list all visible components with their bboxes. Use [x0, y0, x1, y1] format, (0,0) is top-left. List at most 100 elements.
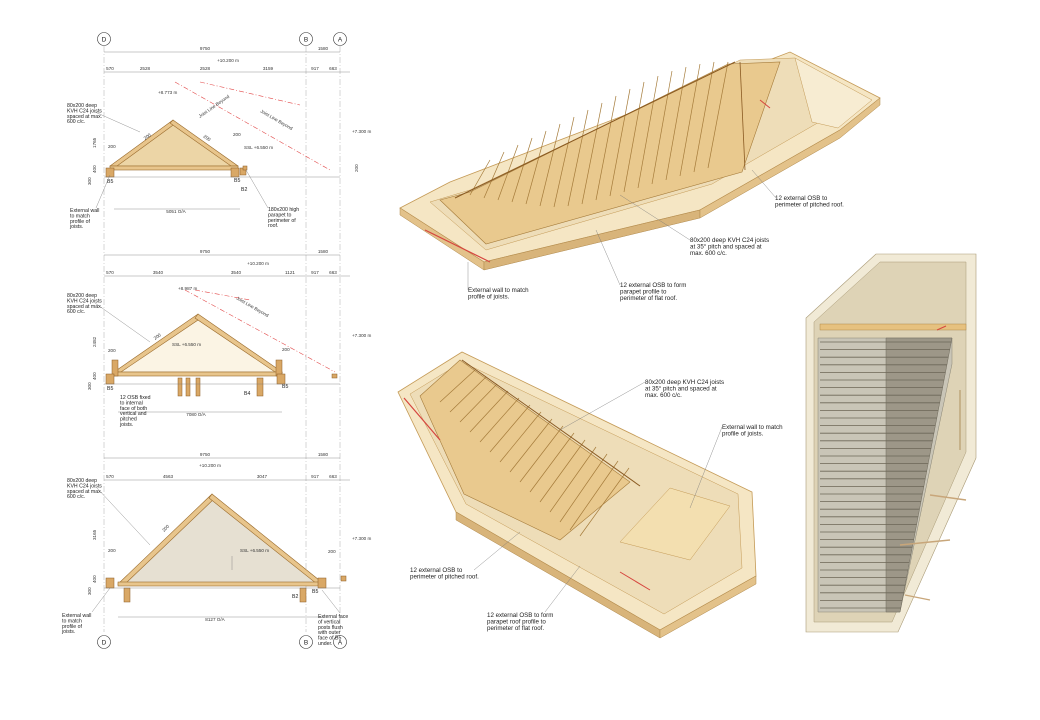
- s1-dim-3: 3159: [263, 66, 274, 71]
- s3-overall-dim: 9750: [200, 452, 211, 457]
- s2-v1: 200: [108, 348, 116, 353]
- iso-bottom-note-osb-flat: 12 external OSB to form parapet roof pro…: [487, 612, 555, 632]
- s1-v5: 200: [354, 164, 359, 172]
- s1-b2: B2: [241, 187, 247, 193]
- s3-v1: 200: [108, 548, 116, 553]
- iso-bottom-joists: [439, 369, 630, 537]
- section-1: 9750 1580 570 2528 2528 3159 917 663 +10…: [67, 46, 371, 230]
- section-3: 9750 1580 570 4563 3047 917 663 +10.200 …: [61, 452, 371, 647]
- s3-right-overall-dim: 1580: [318, 452, 329, 457]
- grid-label-a-top: A: [338, 37, 343, 44]
- iso-bottom: 80x200 deep KVH C24 joists at 35° pitch …: [397, 351, 784, 639]
- s3-v2: 200: [161, 523, 170, 532]
- s2-level-ridge: +8.987 m: [178, 286, 197, 291]
- s1-v2: 200: [143, 132, 153, 141]
- s2-dim-0: 570: [106, 270, 114, 275]
- iso-top-note-joists: 80x200 deep KVH C24 joists at 35° pitch …: [690, 237, 771, 257]
- s3-ssl: SSL +6.550 m: [240, 548, 269, 553]
- iso-top-note-osb-flat: 12 external OSB to form parapet profile …: [620, 282, 688, 302]
- s3-level-right: +7.300 m: [352, 536, 371, 541]
- s1-b5: B5: [107, 179, 113, 185]
- s2-dim-3: 1121: [285, 270, 295, 275]
- s3-dim-1: 4563: [163, 474, 174, 479]
- plan-joists: [820, 341, 952, 609]
- s1-b5-right: B5: [234, 178, 240, 184]
- s2-ridge-line-label: Joist Line Beyond: [236, 296, 270, 319]
- s2-b5-right: B5: [282, 384, 288, 390]
- s2-h2: 400: [92, 372, 97, 380]
- s2-h3: 300: [87, 382, 92, 390]
- s1-dim-2: 2528: [200, 66, 211, 71]
- s1-level-right: +7.300 m: [352, 129, 371, 134]
- iso-top: 12 external OSB to perimeter of pitched …: [399, 51, 881, 302]
- iso-bottom-note-joists: 80x200 deep KVH C24 joists at 35° pitch …: [645, 379, 726, 399]
- s2-v2: 200: [153, 332, 163, 341]
- s1-level-ridge: +8.773 m: [158, 90, 177, 95]
- s2-span: 7080 O/A: [186, 412, 206, 417]
- s2-right-overall-dim: 1580: [318, 249, 329, 254]
- s1-overall-dim: 9750: [200, 46, 211, 51]
- iso-bottom-note-osb-pitched: 12 external OSB to perimeter of pitched …: [410, 567, 479, 581]
- s2-dim-2: 3540: [231, 270, 242, 275]
- s1-ssl: SSL +6.550 m: [244, 145, 273, 150]
- s2-dim-5: 663: [329, 270, 337, 275]
- grid-label-d-bottom: D: [102, 640, 107, 647]
- s1-span: 5051 O/A: [166, 209, 186, 214]
- iso-top-note-osb-pitched: 12 external OSB to perimeter of pitched …: [775, 195, 844, 209]
- s3-h3: 300: [87, 587, 92, 595]
- s1-joist-line-label: Joist Line Beyond: [260, 109, 294, 132]
- s1-h1: 1765: [92, 137, 97, 148]
- s3-dim-2: 3047: [257, 474, 268, 479]
- s1-dim-0: 570: [106, 66, 114, 71]
- s3-b2: B2: [292, 594, 298, 600]
- s3-dim-3: 917: [311, 474, 319, 479]
- s1-v1: 200: [108, 144, 116, 149]
- iso-top-note-wall: External wall to match profile of joists…: [468, 287, 530, 301]
- s3-dim-0: 570: [106, 474, 114, 479]
- grid-label-b-top: B: [304, 37, 308, 44]
- s2-h1: 2482: [92, 336, 97, 347]
- s2-dim-4: 917: [311, 270, 319, 275]
- s2-overall-dim: 9750: [200, 249, 211, 254]
- grid-label-b-bottom: B: [304, 640, 308, 647]
- s1-dim-5: 663: [329, 66, 337, 71]
- iso-top-joists: [469, 61, 729, 208]
- s1-v4: 200: [233, 132, 241, 137]
- s2-ssl: SSL +6.550 m: [172, 342, 201, 347]
- s3-dim-4: 663: [329, 474, 337, 479]
- s3-h1: 3165: [92, 529, 97, 540]
- s3-level-top: +10.200 m: [199, 463, 221, 468]
- s3-span: 8127 O/A: [205, 617, 225, 622]
- s1-dim-4: 917: [311, 66, 319, 71]
- s2-b4: B4: [244, 391, 250, 397]
- s3-h2: 400: [92, 575, 97, 583]
- s1-level-top: +10.200 m: [217, 58, 239, 63]
- s2-dim-1: 3540: [153, 270, 164, 275]
- s2-v3: 200: [282, 347, 290, 352]
- s1-h2: 400: [92, 165, 97, 173]
- plan-view: [805, 253, 977, 633]
- grid-lines: D B A D B A: [97, 32, 347, 649]
- grid-label-d-top: D: [102, 37, 107, 44]
- s3-v3: 200: [328, 549, 336, 554]
- s1-right-overall-dim: 1580: [318, 46, 329, 51]
- s2-b5-left: B5: [107, 386, 113, 392]
- s1-h3: 300: [87, 177, 92, 185]
- grid-label-a-bottom: A: [338, 640, 343, 647]
- s2-level-right: +7.300 m: [352, 333, 371, 338]
- s1-v3: 200: [202, 134, 212, 143]
- s2-level-top: +10.200 m: [247, 261, 269, 266]
- s1-dim-1: 2528: [140, 66, 151, 71]
- s3-b5: B5: [312, 589, 318, 595]
- iso-bottom-note-wall: External wall to match profile of joists…: [722, 424, 784, 438]
- section-2: 9750 1580 570 3540 3540 1121 917 663 +10…: [67, 249, 371, 428]
